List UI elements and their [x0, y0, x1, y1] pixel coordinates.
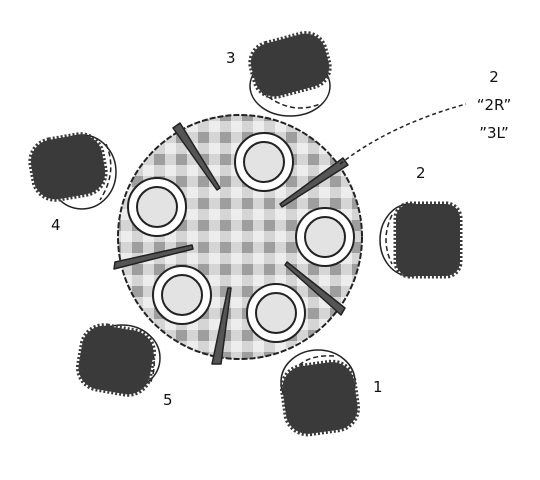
person-label-2: 2 — [416, 164, 426, 182]
plate — [152, 265, 212, 325]
person-label-4: 4 — [51, 216, 61, 234]
head — [393, 201, 463, 279]
person-4 — [28, 132, 117, 210]
chopstick — [279, 157, 349, 208]
chopstick — [284, 261, 346, 316]
annotation-line-1: 2 — [489, 68, 499, 86]
plate — [234, 132, 294, 192]
plate — [295, 207, 355, 267]
person-label-1: 1 — [373, 378, 383, 396]
plates — [127, 132, 355, 343]
annotation-leader — [339, 103, 467, 165]
plate — [127, 177, 187, 237]
person-label-3: 3 — [226, 49, 236, 67]
annotation-line-3: ”3L” — [479, 124, 509, 142]
chopstick — [172, 122, 221, 191]
plate — [246, 283, 306, 343]
head — [248, 31, 332, 99]
head — [28, 132, 108, 202]
chopstick — [113, 244, 194, 270]
chopstick — [211, 287, 232, 365]
person-2 — [379, 201, 463, 279]
person-3 — [248, 31, 332, 117]
person-5 — [75, 323, 161, 397]
chopsticks — [113, 122, 349, 365]
person-label-5: 5 — [163, 391, 173, 409]
head — [75, 323, 157, 397]
head — [279, 359, 361, 437]
person-1 — [279, 349, 361, 437]
annotation-line-2: “2R” — [477, 96, 512, 114]
